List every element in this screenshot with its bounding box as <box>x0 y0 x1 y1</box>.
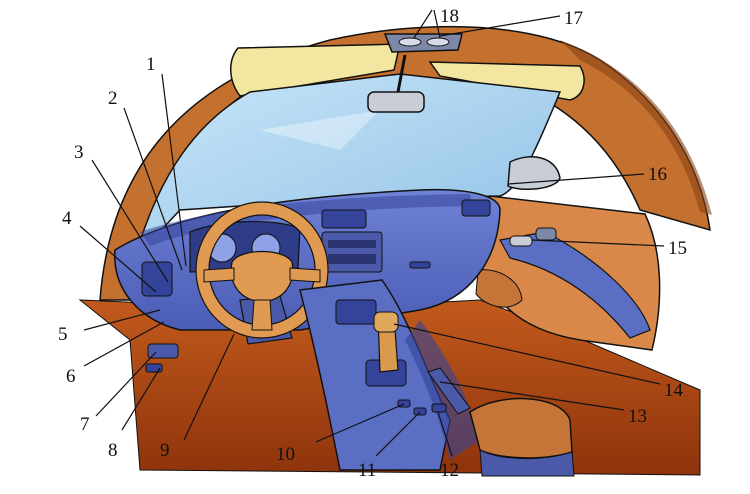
steering-wheel-hub <box>230 251 294 303</box>
callout-1: 1 <box>146 54 156 75</box>
leader-14 <box>393 323 661 385</box>
leader-1 <box>161 73 187 267</box>
radio-display <box>328 240 376 248</box>
callout-18: 18 <box>440 6 459 27</box>
glovebox-latch <box>409 261 431 269</box>
center-armrest <box>469 397 573 459</box>
door-armrest <box>499 231 651 339</box>
leader-10 <box>315 403 405 443</box>
rear-view-mirror <box>367 91 425 113</box>
leader-lines <box>79 9 665 457</box>
console-switch-12 <box>431 403 447 413</box>
steering-wheel-rim <box>195 201 329 339</box>
leader-2 <box>123 107 183 271</box>
leader-15 <box>531 239 665 247</box>
leader-12 <box>437 411 453 457</box>
callout-8: 8 <box>108 440 118 461</box>
left-sun-visor <box>230 43 401 97</box>
callout-6: 6 <box>66 366 76 387</box>
leader-18b <box>433 9 441 39</box>
mirror-stem <box>396 54 407 93</box>
callout-13: 13 <box>628 406 647 427</box>
dashboard-top-shade <box>140 194 472 246</box>
steering-wheel-spoke-left <box>203 267 235 283</box>
callout-2: 2 <box>108 88 118 109</box>
door-handle <box>509 235 533 247</box>
radio-unit <box>321 231 383 273</box>
steering-wheel-spoke-right <box>289 267 321 283</box>
roof-shading <box>560 40 712 215</box>
side-mirror <box>507 156 561 191</box>
overhead-console <box>383 33 463 53</box>
hood-release <box>145 363 163 373</box>
console-switch-11 <box>413 407 427 416</box>
callout-17: 17 <box>564 8 583 29</box>
callout-11: 11 <box>358 460 376 481</box>
center-air-vent <box>321 209 367 229</box>
leader-5 <box>83 309 161 331</box>
left-air-vent <box>141 261 173 297</box>
parking-brake-lever <box>427 367 471 415</box>
callout-12: 12 <box>440 460 459 481</box>
armrest-base <box>479 449 575 477</box>
right-air-vent <box>461 199 491 217</box>
leader-16 <box>507 173 645 185</box>
lower-left-switch-panel <box>147 343 179 359</box>
leader-8 <box>121 367 161 431</box>
callout-15: 15 <box>668 238 687 259</box>
ashtray <box>335 299 377 325</box>
leader-3 <box>91 159 169 283</box>
callout-3: 3 <box>74 142 84 163</box>
callout-4: 4 <box>62 208 72 229</box>
leader-9 <box>183 333 235 441</box>
leader-11 <box>375 411 421 457</box>
leader-6 <box>83 321 165 367</box>
radio-buttons <box>328 254 376 264</box>
window-switch <box>535 227 557 241</box>
leader-4 <box>79 225 157 293</box>
callout-10: 10 <box>276 444 295 465</box>
map-lamp-left <box>398 37 422 47</box>
callout-5: 5 <box>58 324 68 345</box>
leader-17 <box>439 15 561 37</box>
map-lamp-right <box>426 37 450 47</box>
steering-wheel-spoke-bottom <box>251 299 273 331</box>
windshield-glare <box>260 110 380 150</box>
callout-7: 7 <box>80 414 90 435</box>
leader-7 <box>95 351 157 417</box>
callout-14: 14 <box>664 380 684 401</box>
steering-wheel-outline <box>195 201 329 339</box>
leader-13 <box>439 381 625 411</box>
door-pocket <box>475 269 523 308</box>
callout-labels: 1 2 3 4 5 6 7 8 9 10 11 12 13 14 15 16 1… <box>58 6 687 481</box>
leader-18a <box>413 9 433 39</box>
gear-knob <box>373 311 399 333</box>
callout-9: 9 <box>160 440 170 461</box>
callout-16: 16 <box>648 164 667 185</box>
